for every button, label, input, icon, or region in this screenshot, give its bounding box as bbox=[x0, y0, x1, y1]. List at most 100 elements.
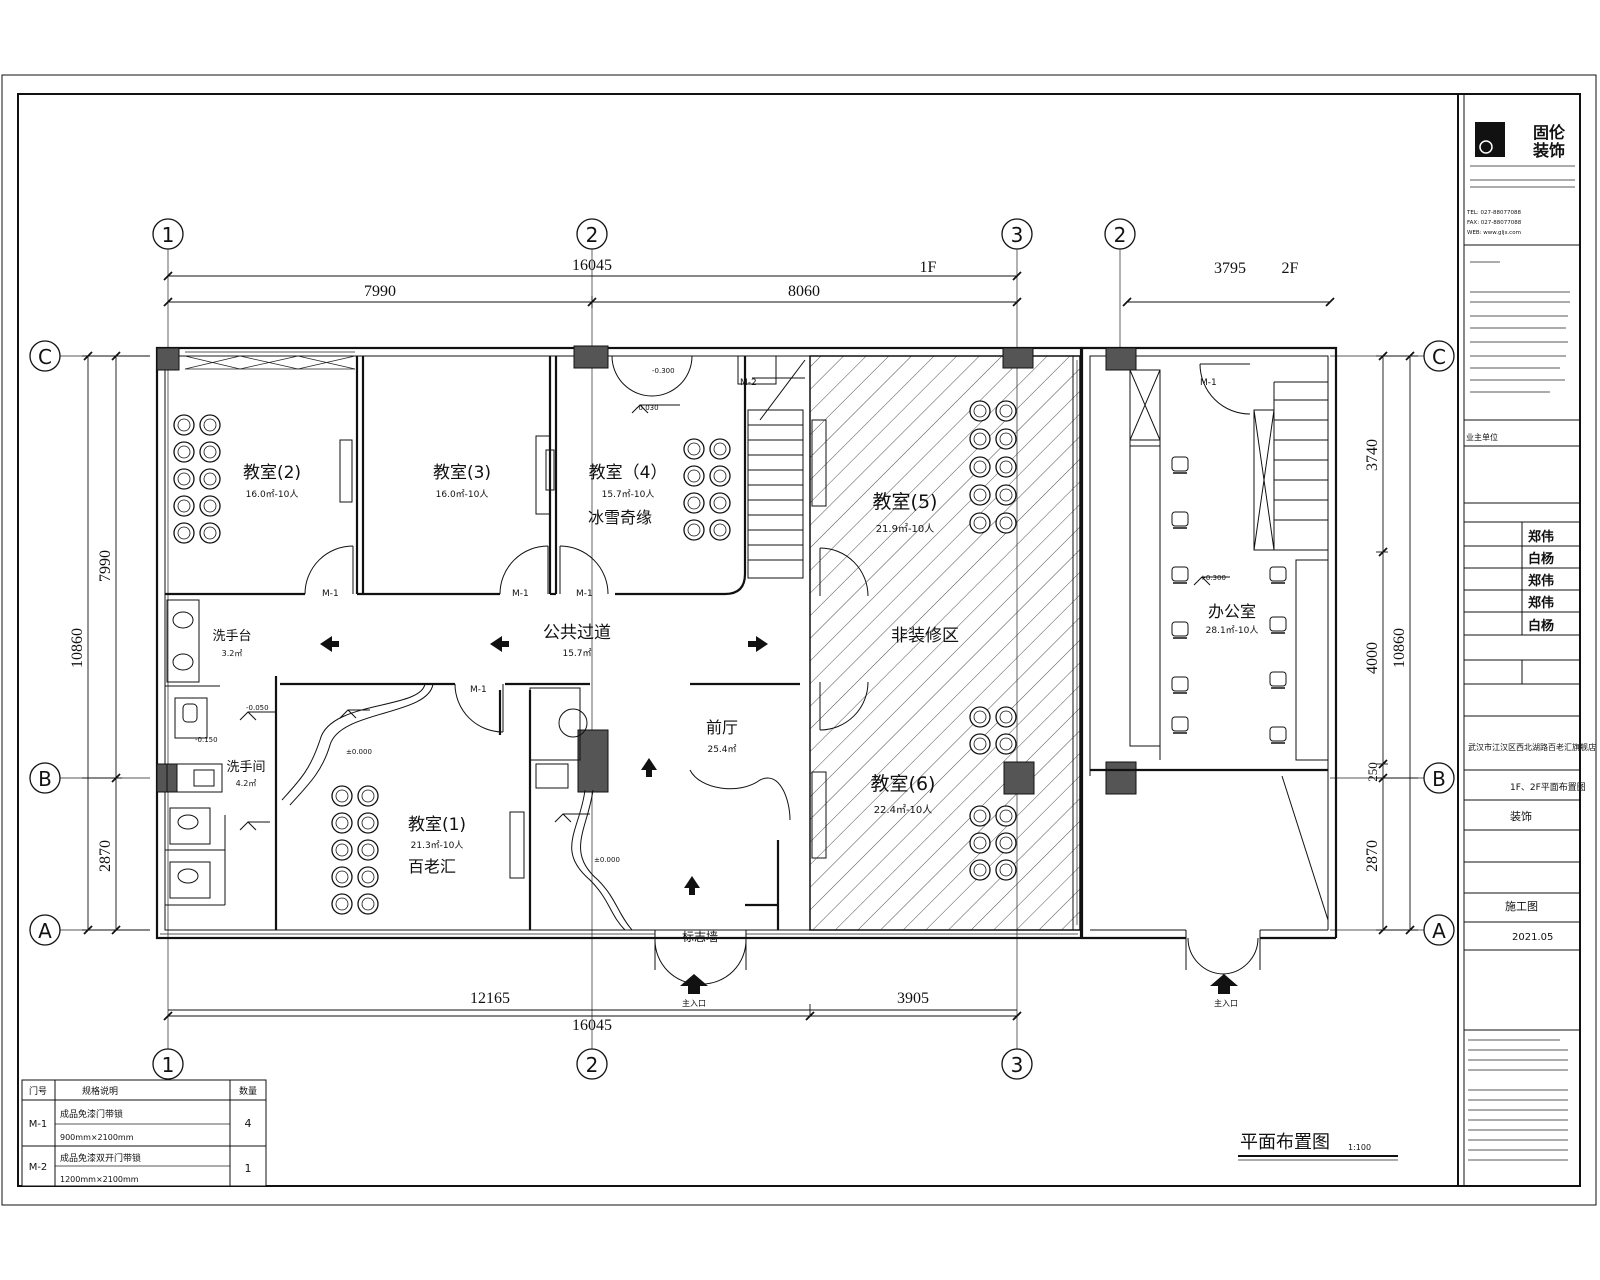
room-name: 办公室 bbox=[1208, 602, 1256, 621]
dim-right-b: 4000 bbox=[1364, 642, 1381, 674]
column bbox=[577, 729, 609, 793]
project-name: 武汉市江汉区西北湖路百老汇旗舰店 bbox=[1468, 742, 1596, 752]
door-tag-m1: M-1 bbox=[512, 589, 529, 599]
schedule-row-id: M-1 bbox=[29, 1119, 48, 1130]
discipline: 装饰 bbox=[1510, 809, 1532, 823]
wall-cabinets bbox=[339, 419, 827, 879]
grid-bubble-col-3-bottom: 3 bbox=[1001, 1048, 1033, 1080]
column bbox=[156, 347, 180, 371]
signature-3: 郑伟 bbox=[1528, 573, 1554, 589]
dim-top-right: 8060 bbox=[788, 283, 820, 300]
stair-1f bbox=[747, 359, 806, 579]
grid-bubble-row-a-right: A bbox=[1423, 914, 1455, 946]
non-renovated-zone bbox=[809, 355, 1081, 931]
svg-text:A: A bbox=[1432, 919, 1446, 943]
room-name: 教室（4） bbox=[589, 463, 668, 483]
schedule-row-desc: 成品免漆双开门带锁 bbox=[60, 1152, 141, 1164]
door-tag-m1: M-1 bbox=[470, 685, 487, 695]
zone-name: 非装修区 bbox=[891, 626, 959, 646]
office-cabinet bbox=[1129, 369, 1161, 760]
company-phone: TEL: 027-88077088 bbox=[1466, 210, 1521, 216]
grid-bubble-col-2-bottom: 2 bbox=[576, 1048, 608, 1080]
dim-bottom-left: 12165 bbox=[470, 990, 510, 1007]
svg-text:2: 2 bbox=[1114, 223, 1127, 247]
entrance-label-2f: 主入口 bbox=[1214, 998, 1238, 1008]
room-theme: 冰雪奇缘 bbox=[588, 508, 652, 527]
svg-text:1: 1 bbox=[162, 223, 175, 247]
schedule-header-qty: 数量 bbox=[239, 1085, 257, 1097]
schedule-row-size: 900mm×2100mm bbox=[60, 1133, 134, 1142]
room-area: 22.4㎡-10人 bbox=[874, 804, 933, 816]
drawing-title: 平面布置图 bbox=[1240, 1132, 1330, 1153]
column bbox=[1105, 761, 1137, 795]
grid-bubble-col-1-top: 1 bbox=[152, 218, 184, 250]
dim-right-c: 250 bbox=[1365, 762, 1380, 782]
signature-2: 白杨 bbox=[1528, 551, 1554, 567]
svg-text:2: 2 bbox=[586, 1053, 599, 1077]
lobby-2f bbox=[1081, 775, 1329, 975]
grid-bubble-row-c-right: C bbox=[1423, 340, 1455, 372]
door-tag-m1: M-1 bbox=[576, 589, 593, 599]
svg-text:1: 1 bbox=[162, 1053, 175, 1077]
dim-right-a: 3740 bbox=[1364, 439, 1381, 471]
room-name: 教室(6) bbox=[871, 773, 936, 795]
circulation-arrows bbox=[320, 636, 1238, 994]
room-name: 教室(3) bbox=[433, 463, 491, 483]
seats-classroom-1 bbox=[331, 785, 379, 915]
client-label: 业主单位 bbox=[1466, 432, 1498, 442]
svg-text:C: C bbox=[1432, 345, 1446, 369]
dim-left-total: 10860 bbox=[69, 628, 86, 668]
windows-1f bbox=[160, 351, 1078, 935]
signature-1: 郑伟 bbox=[1528, 529, 1554, 545]
room-name: 洗手间 bbox=[226, 760, 265, 775]
grid-bubble-col-2-2f: 2 bbox=[1104, 218, 1136, 250]
svg-text:B: B bbox=[1432, 767, 1446, 791]
level-markers bbox=[239, 404, 1230, 831]
signage-wall-label: 标志墙 bbox=[682, 930, 718, 944]
company-name-line2: 装饰 bbox=[1532, 141, 1565, 160]
svg-text:C: C bbox=[38, 345, 52, 369]
svg-text:B: B bbox=[38, 767, 52, 791]
room-name: 洗手台 bbox=[212, 629, 251, 644]
floor-label-1f: 1F bbox=[920, 259, 937, 276]
dimension-ticks bbox=[83, 271, 1415, 1021]
dim-top-total: 16045 bbox=[572, 257, 612, 274]
schedule-row-qty: 1 bbox=[245, 1162, 252, 1175]
column bbox=[1105, 347, 1137, 371]
stage: 施工图 bbox=[1505, 900, 1538, 913]
level-marker: ±0.000 bbox=[594, 856, 620, 864]
drawing-scale: 1:100 bbox=[1348, 1143, 1371, 1152]
signature-4: 郑伟 bbox=[1528, 595, 1554, 611]
svg-text:2: 2 bbox=[586, 223, 599, 247]
grid-bubble-col-3-top: 3 bbox=[1001, 218, 1033, 250]
door-tag-m1: M-1 bbox=[1200, 378, 1217, 388]
schedule-header-desc: 规格说明 bbox=[82, 1085, 118, 1097]
schedule-row-size: 1200mm×2100mm bbox=[60, 1175, 139, 1184]
plan-1f: -0.300 -0.030 -0.050 ±0.000 ±0.000 -0.15… bbox=[155, 345, 1238, 1008]
dim-left-upper: 7990 bbox=[97, 550, 114, 582]
dim-bottom-right: 3905 bbox=[897, 990, 929, 1007]
door-swings-1f bbox=[304, 355, 869, 985]
issue-date: 2021.05 bbox=[1512, 932, 1553, 943]
dim-top-2f: 3795 bbox=[1214, 260, 1246, 277]
level-marker: -0.150 bbox=[195, 736, 218, 744]
svg-text:A: A bbox=[38, 919, 52, 943]
door-schedule-table: 门号 规格说明 数量 M-1 成品免漆门带锁 900mm×2100mm 4 M-… bbox=[21, 1079, 267, 1187]
room-area: 21.3㎡-10人 bbox=[411, 840, 464, 851]
level-marker: -0.030 bbox=[636, 404, 659, 412]
room-theme: 百老汇 bbox=[408, 857, 456, 876]
signature-5: 白杨 bbox=[1528, 618, 1554, 634]
room-name: 公共过道 bbox=[543, 623, 611, 643]
dim-top-left: 7990 bbox=[364, 283, 396, 300]
room-area: 3.2㎡ bbox=[222, 649, 243, 658]
room-name: 教室(1) bbox=[408, 815, 466, 835]
office-desks-right bbox=[1269, 559, 1329, 761]
grid-bubble-row-b-left: B bbox=[29, 762, 61, 794]
level-marker: +0.300 bbox=[1200, 574, 1226, 582]
dim-right-d: 2870 bbox=[1364, 840, 1381, 872]
sheet-outer-border bbox=[1, 74, 1597, 1206]
level-marker: -0.050 bbox=[246, 704, 269, 712]
room-area: 16.0㎡-10人 bbox=[436, 489, 489, 500]
room-area: 16.0㎡-10人 bbox=[246, 489, 299, 500]
